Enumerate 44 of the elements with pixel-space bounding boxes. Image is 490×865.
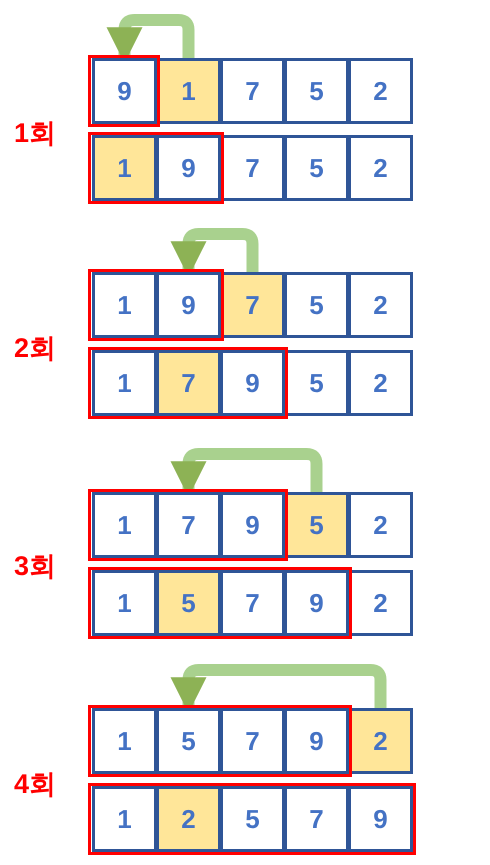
highlight-frame xyxy=(88,269,224,341)
number-cell: 5 xyxy=(284,58,349,124)
number-cell: 5 xyxy=(284,135,349,201)
round-label: 3회 xyxy=(14,550,56,583)
number-cell: 7 xyxy=(220,570,285,636)
number-cell: 1 xyxy=(92,708,157,774)
highlight-frame xyxy=(88,132,224,204)
number-cell: 1 xyxy=(92,272,157,338)
number-cell: 2 xyxy=(156,786,221,852)
number-cell: 9 xyxy=(284,708,349,774)
number-cell: 5 xyxy=(156,570,221,636)
round-label: 2회 xyxy=(14,332,56,365)
number-cell: 7 xyxy=(284,786,349,852)
number-cell: 9 xyxy=(156,135,221,201)
number-cell: 2 xyxy=(348,272,413,338)
highlight-frame xyxy=(88,705,352,777)
number-cell: 9 xyxy=(220,492,285,558)
number-cell: 5 xyxy=(220,786,285,852)
number-cell: 1 xyxy=(92,135,157,201)
number-cell: 7 xyxy=(220,58,285,124)
number-cell: 9 xyxy=(156,272,221,338)
round-label: 1회 xyxy=(14,117,56,150)
highlight-frame xyxy=(88,567,352,639)
round-label: 4회 xyxy=(14,768,56,801)
highlight-frame xyxy=(88,783,416,855)
number-cell: 2 xyxy=(348,492,413,558)
number-cell: 2 xyxy=(348,58,413,124)
number-cell: 7 xyxy=(156,350,221,416)
number-cell: 7 xyxy=(220,708,285,774)
number-cell: 1 xyxy=(92,350,157,416)
number-cell: 9 xyxy=(348,786,413,852)
number-cell: 9 xyxy=(284,570,349,636)
highlight-frame xyxy=(88,347,288,419)
number-cell: 1 xyxy=(92,786,157,852)
number-cell: 9 xyxy=(220,350,285,416)
number-cell: 1 xyxy=(92,492,157,558)
highlight-frame xyxy=(88,489,288,561)
number-cell: 9 xyxy=(92,58,157,124)
number-cell: 2 xyxy=(348,135,413,201)
number-cell: 5 xyxy=(156,708,221,774)
number-cell: 1 xyxy=(92,570,157,636)
number-cell: 2 xyxy=(348,350,413,416)
number-cell: 7 xyxy=(156,492,221,558)
number-cell: 5 xyxy=(284,272,349,338)
